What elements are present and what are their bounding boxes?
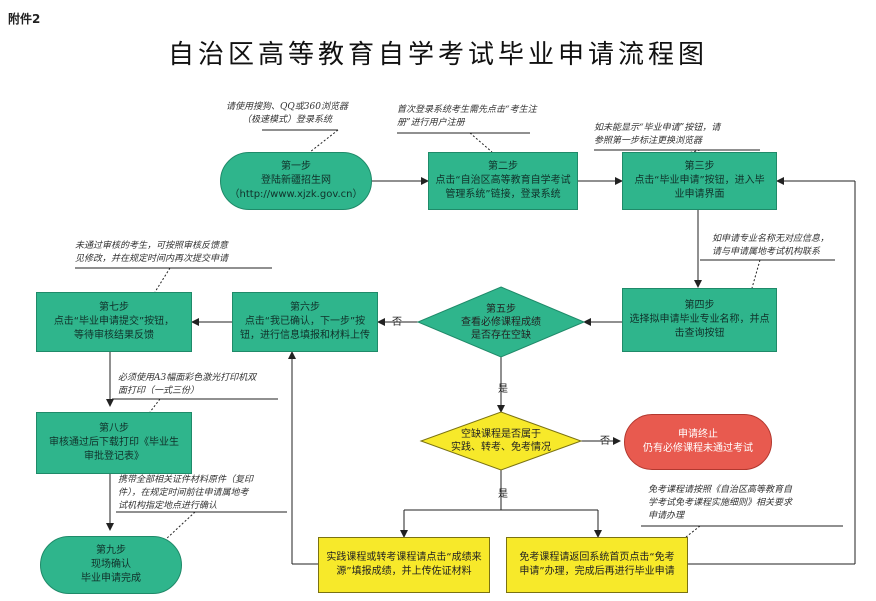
step9-title: 第九步 [96,545,126,556]
step6-title: 第六步 [290,302,320,313]
note-review-fail: 未通过审核的考生，可按照审核反馈意 见修改，并在规定时间内再次提交申请 [75,240,275,266]
note-major-line2: 请与申请属地考试机构联系 [712,247,821,257]
step8-node: 第八步 审核通过后下载打印《毕业生 审批登记表》 [36,412,192,474]
note-exemption: 免考课程请按照《自治区高等教育自 学考试免考课程实施细则》相关要求 申请办理 [648,484,848,523]
step9-line1: 现场确认 [91,559,131,570]
page-title: 自治区高等教育自学考试毕业申请流程图 [167,40,708,70]
note-browser-line2: （极速模式）登录系统 [241,115,332,125]
exemption-decision: 空缺课程是否属于 实践、转考、免考情况 [436,420,566,462]
note-major-line1: 如申请专业名称无对应信息， [712,234,830,244]
branch-no-label-2: 否 [600,436,610,447]
step5-line2: 是否存在空缺 [471,329,531,341]
decision2-line2: 实践、转考、免考情况 [451,442,551,453]
step1-line1: 登陆新疆招生网 [261,175,331,186]
note-review-fail-line2: 见修改，并在规定时间内再次提交申请 [75,254,229,264]
step9-line2: 毕业申请完成 [81,573,141,584]
step1-title: 第一步 [281,161,311,172]
note-register: 首次登录系统考生需先点击“考生注 册”进行用户注册 [397,104,557,130]
step3-line1: 点击“毕业申请”按钮，进入毕 [634,175,765,186]
step6-node: 第六步 点击“我已确认，下一步”按 钮，进行信息填报和材料上传 [232,292,378,352]
yellow-right-line2: 申请”办理，完成后再进行毕业申请 [519,566,675,577]
step2-node: 第二步 点击“自治区高等教育自学考试 管理系统”链接，登录系统 [428,152,578,210]
step7-node: 第七步 点击“毕业申请提交”按钮， 等待审核结果反馈 [36,292,192,352]
yellow-left-line2: 源”填报成绩，并上传佐证材料 [336,566,472,577]
note-printing-line1: 必须使用A3幅面彩色激光打印机双 [118,373,257,383]
note-exemption-line1: 免考课程请按照《自治区高等教育自 [648,485,793,495]
step2-title: 第二步 [488,161,518,172]
note-no-button-line2: 参照第一步标注更换浏览器 [594,136,703,146]
step4-line2: 击查询按钮 [674,328,725,339]
attachment-tag: 附件2 [8,12,41,26]
note-printing: 必须使用A3幅面彩色激光打印机双 面打印（一式三份） [118,372,288,398]
step7-line2: 等待审核结果反馈 [74,330,154,341]
note-confirmation: 携带全部相关证件材料原件（复印 件），在规定时间前往申请属地考 试机构指定地点进… [118,474,293,513]
step5-title: 第五步 [486,303,516,315]
step4-node: 第四步 选择拟申请毕业专业名称，并点 击查询按钮 [622,288,777,352]
application-stop-node: 申请终止 仍有必修课程未通过考试 [624,414,772,470]
practice-transfer-course-node: 实践课程或转考课程请点击“成绩来 源”填报成绩，并上传佐证材料 [318,537,490,593]
step4-line1: 选择拟申请毕业专业名称，并点 [629,314,770,325]
stop-line2: 仍有必修课程未通过考试 [643,443,753,454]
note-review-fail-line1: 未通过审核的考生，可按照审核反馈意 [75,241,229,251]
step5-decision: 第五步 查看必修课程成绩 是否存在空缺 [430,296,572,348]
note-browser: 请使用搜狗、QQ或360浏览器 （极速模式）登录系统 [212,101,362,127]
note-exemption-line3: 申请办理 [648,511,685,521]
note-confirmation-line2: 件），在规定时间前往申请属地考 [118,488,249,498]
step4-title: 第四步 [684,300,715,311]
note-register-line2: 册”进行用户注册 [397,118,465,128]
note-major: 如申请专业名称无对应信息， 请与申请属地考试机构联系 [712,233,862,259]
note-confirmation-line1: 携带全部相关证件材料原件（复印 [118,475,254,485]
step7-title: 第七步 [99,302,129,313]
note-browser-line1: 请使用搜狗、QQ或360浏览器 [226,102,348,112]
stop-line1: 申请终止 [678,429,718,440]
step9-node: 第九步 现场确认 毕业申请完成 [40,536,182,594]
decision2-line1: 空缺课程是否属于 [461,429,541,440]
yellow-left-line1: 实践课程或转考课程请点击“成绩来 [326,552,482,563]
branch-yes-label-1: 是 [498,384,508,395]
step8-title: 第八步 [99,423,129,434]
exempt-course-node: 免考课程请返回系统首页点击“免考 申请”办理，完成后再进行毕业申请 [506,537,688,593]
note-exemption-line2: 学考试免考课程实施细则》相关要求 [648,498,793,508]
note-printing-line2: 面打印（一式三份） [118,386,200,396]
step2-line2: 管理系统”链接，登录系统 [445,189,561,200]
note-no-button: 如未能显示“毕业申请”按钮，请 参照第一步标注更换浏览器 [594,122,774,148]
step1-login-node: 第一步 登陆新疆招生网 （http://www.xjzk.gov.cn） [220,152,372,210]
step3-line2: 业申请界面 [674,189,725,200]
step8-line2: 审批登记表》 [84,451,144,462]
step6-line2: 钮，进行信息填报和材料上传 [240,330,370,341]
step5-line1: 查看必修课程成绩 [461,316,541,328]
step8-line1: 审核通过后下载打印《毕业生 [49,437,179,448]
branch-yes-label-2: 是 [498,489,508,500]
note-confirmation-line3: 试机构指定地点进行确认 [118,501,218,511]
step3-title: 第三步 [684,161,715,172]
step6-line1: 点击“我已确认，下一步”按 [244,316,366,327]
step2-line1: 点击“自治区高等教育自学考试 [435,175,571,186]
yellow-right-line1: 免考课程请返回系统首页点击“免考 [519,552,675,563]
branch-no-label-1: 否 [392,317,402,328]
note-no-button-line1: 如未能显示“毕业申请”按钮，请 [594,123,721,133]
step7-line1: 点击“毕业申请提交”按钮， [53,316,175,327]
note-register-line1: 首次登录系统考生需先点击“考生注 [397,105,537,115]
step3-node: 第三步 点击“毕业申请”按钮，进入毕 业申请界面 [622,152,777,210]
step1-line2: （http://www.xjzk.gov.cn） [229,189,363,200]
